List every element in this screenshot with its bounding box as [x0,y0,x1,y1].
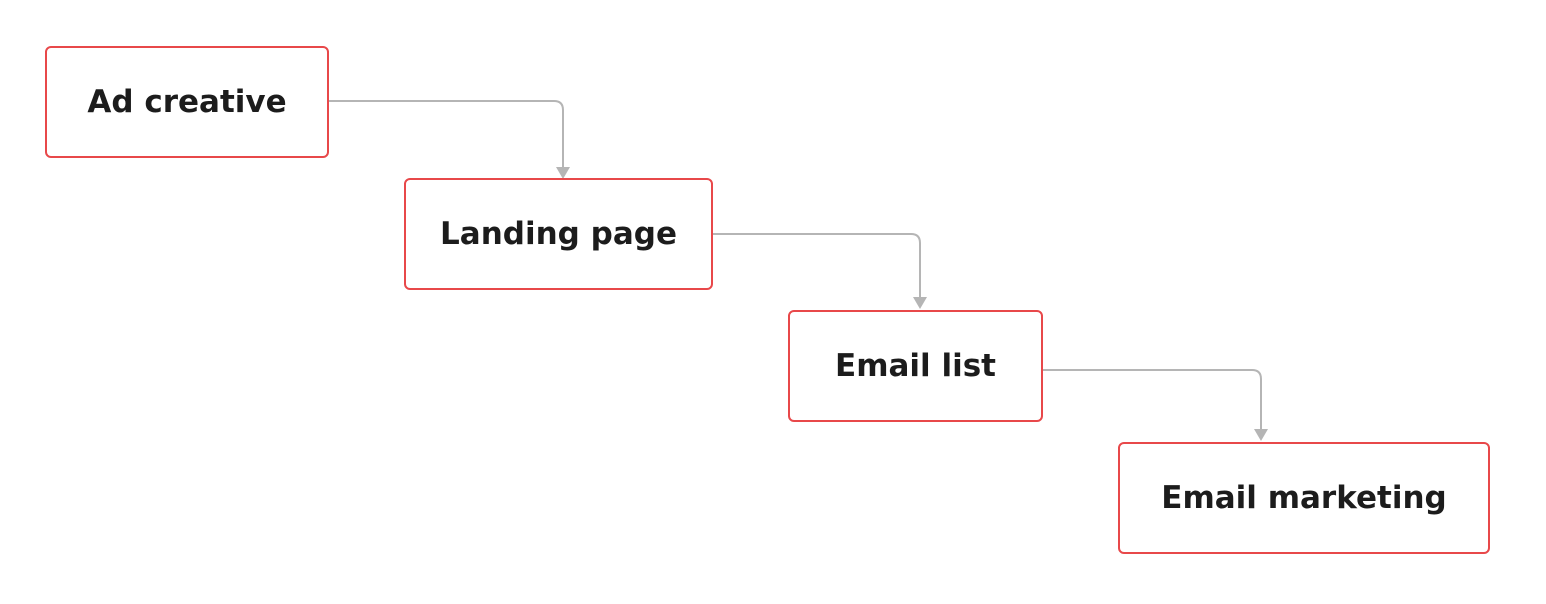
node-email-list[interactable]: Email list [788,310,1043,422]
connector-ad-creative-to-landing-page [329,100,564,168]
node-ad-creative[interactable]: Ad creative [45,46,329,158]
node-landing-page[interactable]: Landing page [404,178,713,290]
node-label: Ad creative [87,84,287,120]
arrowhead-email-marketing [1254,429,1268,441]
connector-email-list-to-email-marketing [1043,369,1262,430]
node-label: Email marketing [1161,480,1447,516]
arrowhead-landing-page [556,167,570,179]
connector-landing-page-to-email-list [713,233,921,298]
node-label: Landing page [440,216,677,252]
arrowhead-email-list [913,297,927,309]
node-email-marketing[interactable]: Email marketing [1118,442,1490,554]
node-label: Email list [835,348,996,384]
